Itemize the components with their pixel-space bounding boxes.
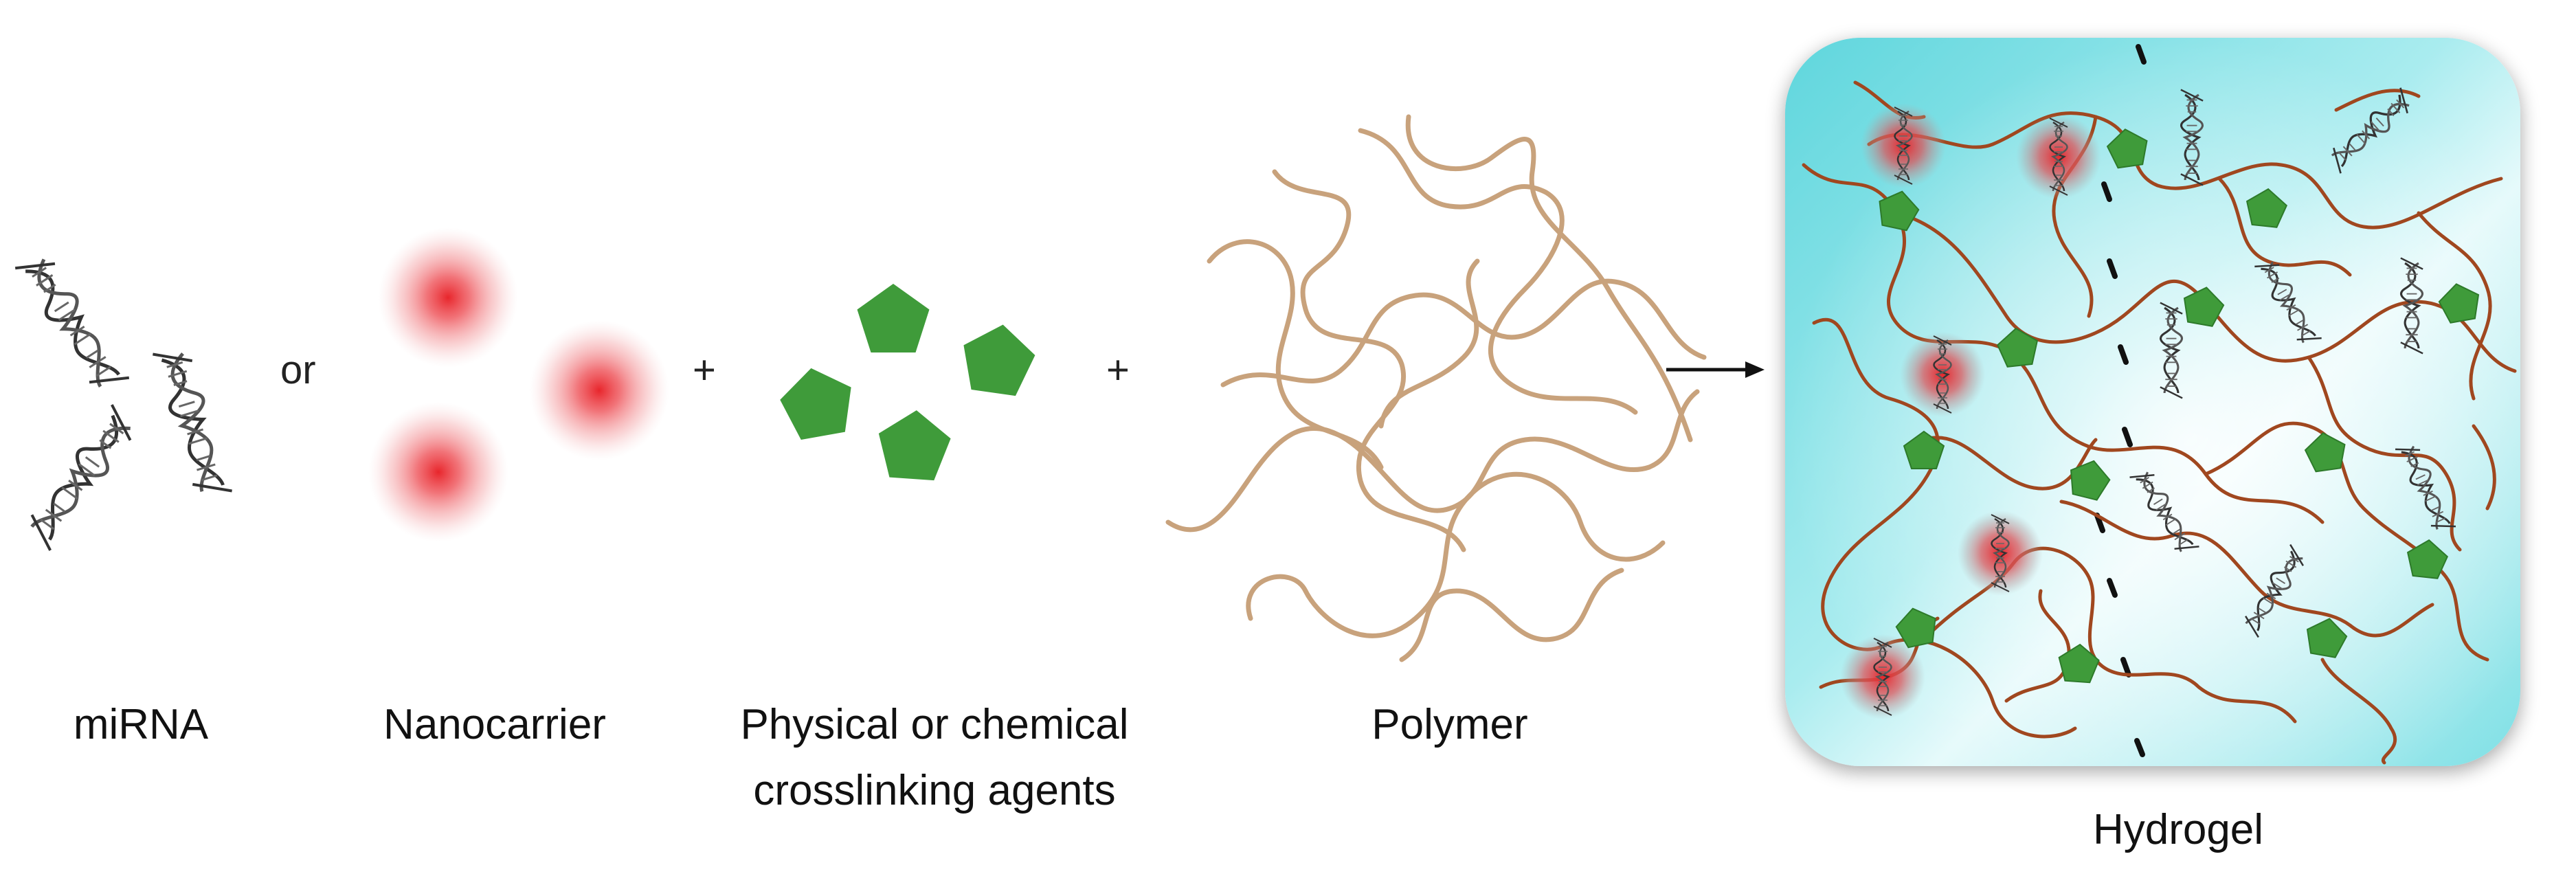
hydrogel-label: Hydrogel	[2092, 806, 2264, 853]
mirna-group	[15, 249, 232, 550]
nanoparticle-icon	[529, 320, 669, 460]
rna-helix-icon	[21, 405, 141, 550]
nanoparticle-icon	[2016, 114, 2101, 199]
embedded-nanocarriers	[1840, 103, 2101, 719]
nanoparticle-icon	[1861, 103, 1946, 188]
nanocarrier-label: Nanocarrier	[383, 701, 606, 748]
crosslinker-group	[775, 284, 1039, 482]
hydrogel-box	[1785, 38, 2520, 766]
rna-helix-icon	[153, 344, 232, 501]
nanoparticle-icon	[1958, 511, 2043, 596]
rna-helix-icon	[15, 249, 129, 397]
right-arrow-icon	[1666, 361, 1765, 378]
nanocarrier-group	[368, 227, 669, 542]
pentagon-icon	[875, 407, 953, 482]
polymer-label: Polymer	[1371, 701, 1528, 748]
plus-sign: +	[1106, 348, 1130, 392]
nanoparticle-icon	[1840, 634, 1925, 719]
pentagon-icon	[775, 361, 859, 442]
mirna-label: miRNA	[73, 701, 209, 748]
pentagon-icon	[857, 284, 930, 352]
crosslinker-label-line2: crosslinking agents	[753, 767, 1116, 814]
plus-sign: +	[693, 348, 716, 392]
or-label: or	[280, 348, 316, 392]
crosslinker-label-line1: Physical or chemical	[740, 701, 1129, 748]
pentagon-icon	[957, 320, 1039, 398]
nanoparticle-icon	[378, 227, 518, 368]
polymer-strands	[1165, 114, 1707, 662]
nanoparticle-icon	[368, 402, 508, 542]
nanoparticle-icon	[1900, 332, 1985, 417]
